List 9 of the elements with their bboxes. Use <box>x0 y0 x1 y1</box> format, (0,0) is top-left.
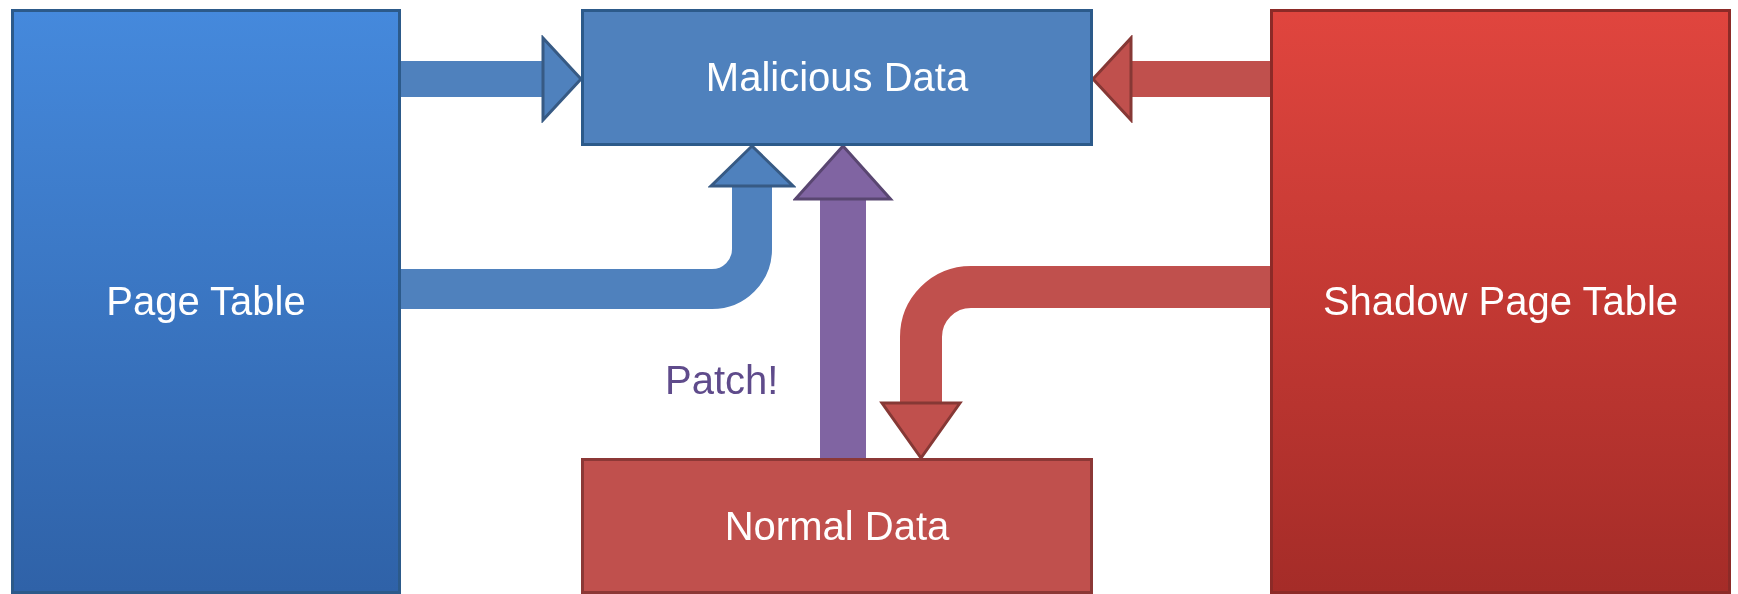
side-panel: Shadow Page Table <box>1270 9 1731 594</box>
process-box: Normal Data <box>581 458 1093 594</box>
process-box: Malicious Data <box>581 9 1093 146</box>
side-panel: Page Table <box>11 9 401 594</box>
block-arrow <box>401 144 795 309</box>
block-arrow <box>1091 36 1270 122</box>
block-arrow <box>794 144 892 458</box>
block-arrow <box>880 266 1270 460</box>
block-arrow <box>401 36 583 122</box>
